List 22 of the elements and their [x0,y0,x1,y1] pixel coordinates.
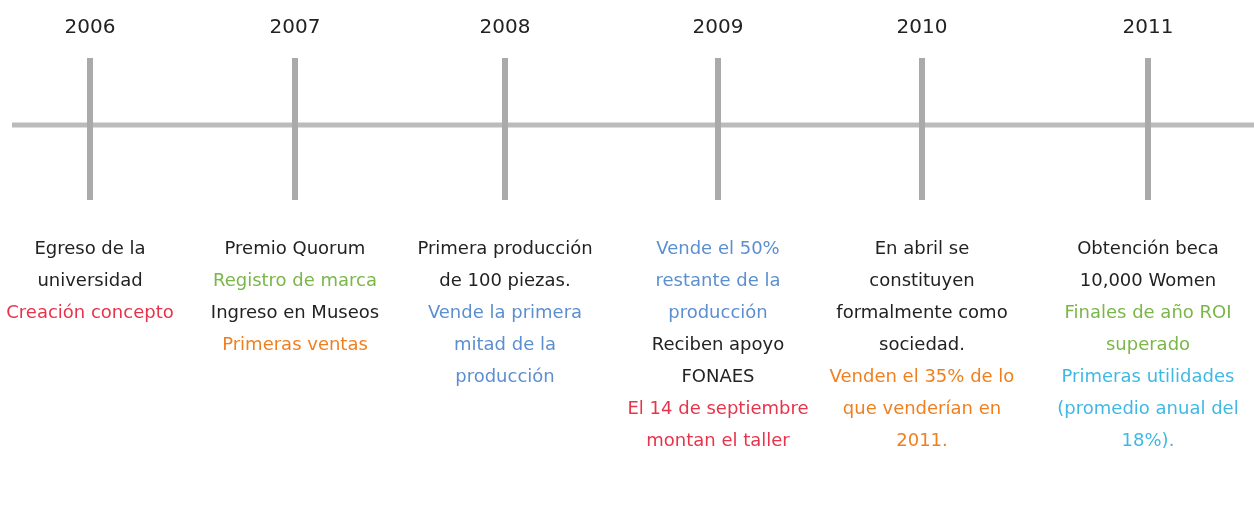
year-label: 2007 [268,14,322,38]
year-label: 2010 [895,14,949,38]
event-text: Egreso de la universidad [33,236,147,292]
event-text: Creación concepto [5,300,175,324]
event-text: En abril se constituyen formalmente como sociedad. [835,236,1009,356]
event-text: Registro de marca [211,268,379,292]
year-label: 2008 [478,14,532,38]
event-text: Premio Quorum [223,236,367,260]
event-text: Primeras ventas [221,332,369,356]
event-text: Ingreso en Museos [209,300,381,324]
year-label: 2006 [63,14,117,38]
event-text: El 14 de septiembre montan el taller [626,396,810,452]
event-text: Venden el 35% de lo que venderían en 2011. [828,364,1016,452]
event-text: Primera producción de 100 piezas. [416,236,594,292]
event-text: Finales de año ROI superado [1063,300,1233,356]
year-label: 2009 [691,14,745,38]
event-text: Vende el 50% restante de la producción [654,236,782,324]
year-label: 2011 [1121,14,1175,38]
event-text: Vende la primera mitad de la producción [426,300,584,388]
event-text: Primeras utilidades (promedio anual del 18%). [1056,364,1240,452]
event-text: Reciben apoyo FONAES [650,332,786,388]
event-text: Obtención beca 10,000 Women [1076,236,1220,292]
